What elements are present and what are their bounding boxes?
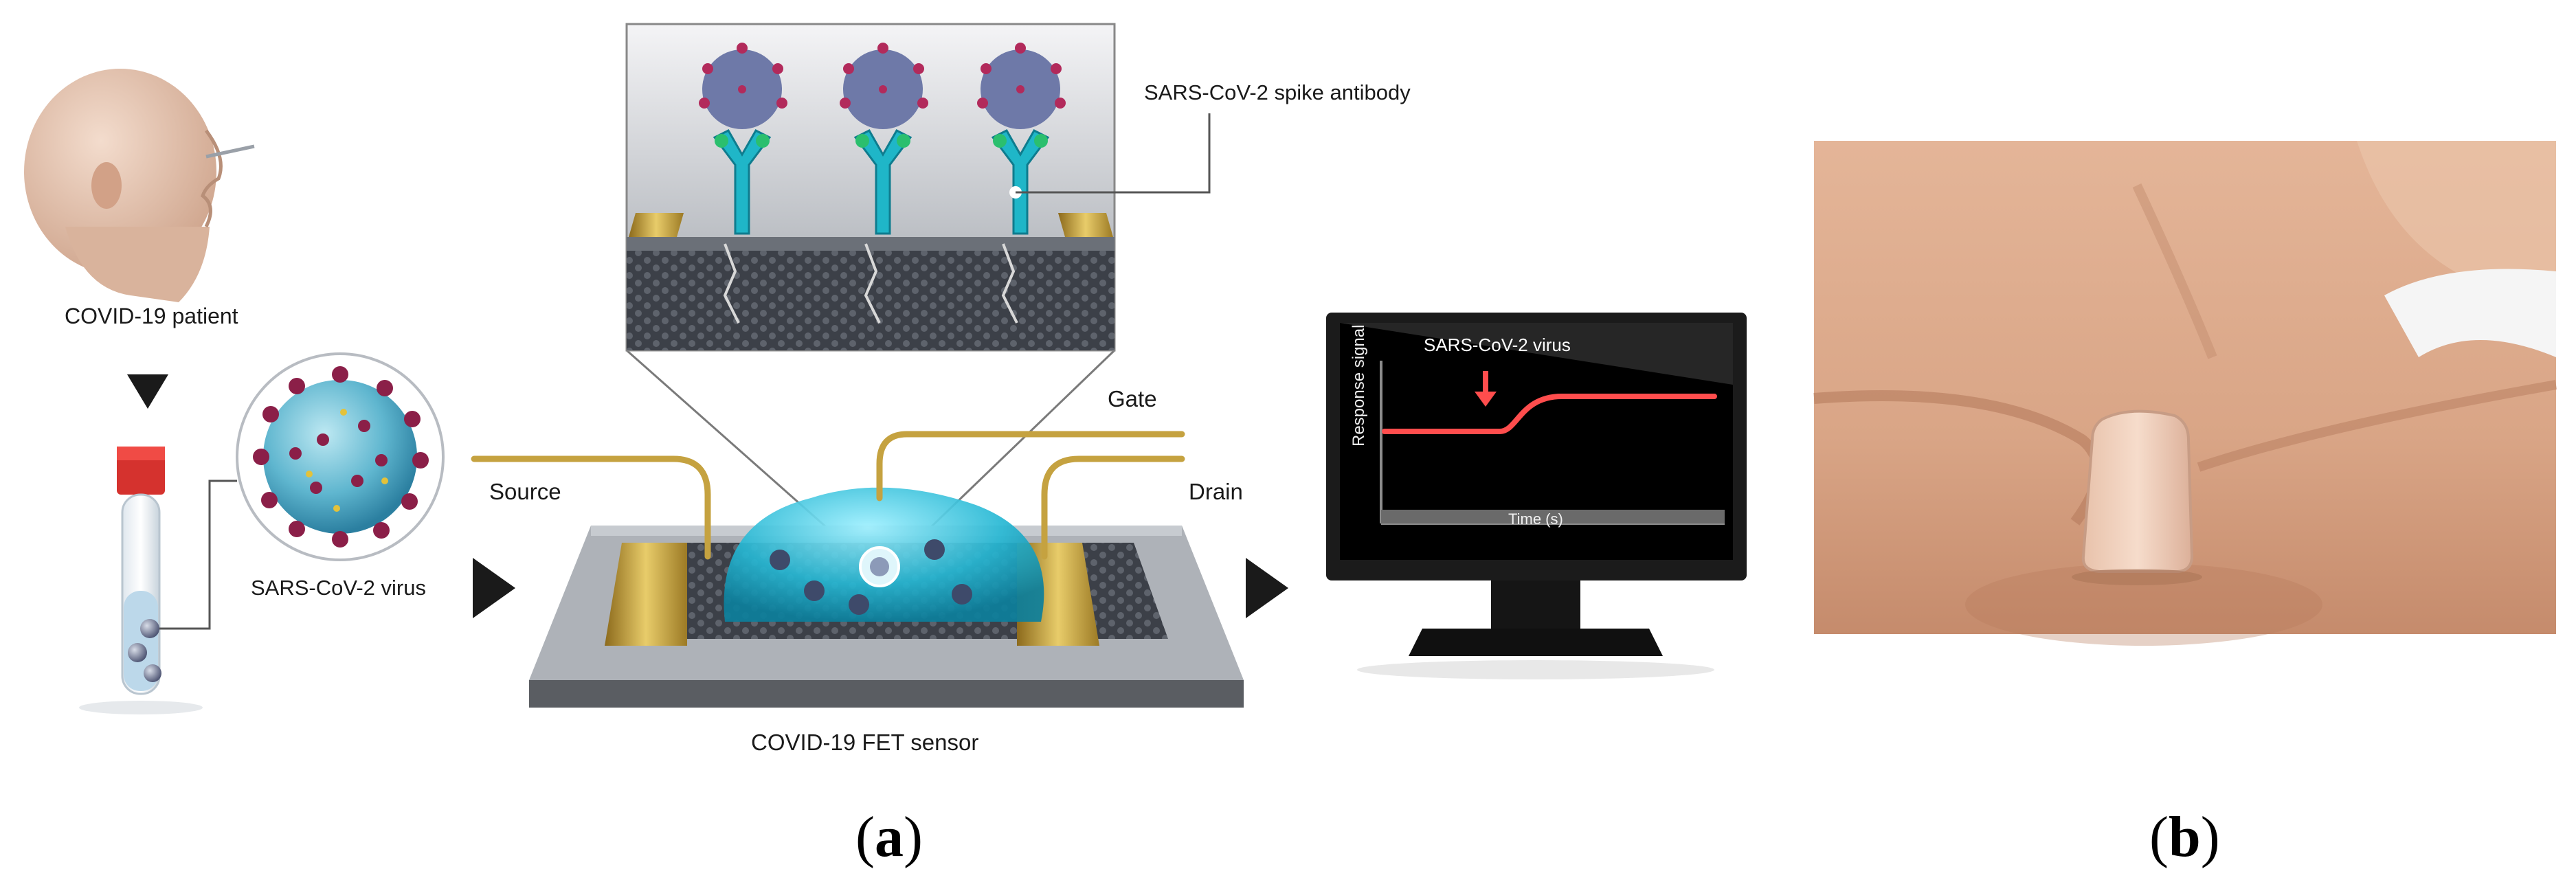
antibody-inset (625, 23, 1116, 352)
sensor-label: COVID-19 FET sensor (751, 730, 979, 755)
monitor-illustration (1326, 313, 1747, 679)
virus-zoom-circle (236, 352, 445, 561)
right-arrow-icon-2 (1246, 558, 1288, 618)
response-signal-line (1382, 394, 1717, 434)
wearable-patch (2072, 409, 2202, 585)
monitor-x-axis-label: Time (s) (1508, 510, 1563, 528)
patient-label: COVID-19 patient (65, 304, 238, 328)
panel-b-label: (b) (2149, 805, 2220, 869)
patient-head-illustration (24, 69, 255, 302)
virus-label: SARS-CoV-2 virus (251, 576, 426, 600)
down-arrow-icon (127, 374, 168, 409)
drain-label: Drain (1189, 479, 1243, 504)
fet-sensor-illustration (471, 431, 1244, 708)
source-label: Source (489, 479, 561, 504)
right-arrow-icon (473, 558, 515, 618)
monitor-annotation: SARS-CoV-2 virus (1424, 335, 1571, 355)
monitor-y-axis-label: Response signal (1349, 324, 1368, 447)
antibody-label: SARS-CoV-2 spike antibody (1144, 80, 1411, 104)
panel-a-label: (a) (855, 805, 923, 869)
gate-label: Gate (1108, 386, 1157, 411)
sample-tube-illustration (79, 447, 203, 714)
